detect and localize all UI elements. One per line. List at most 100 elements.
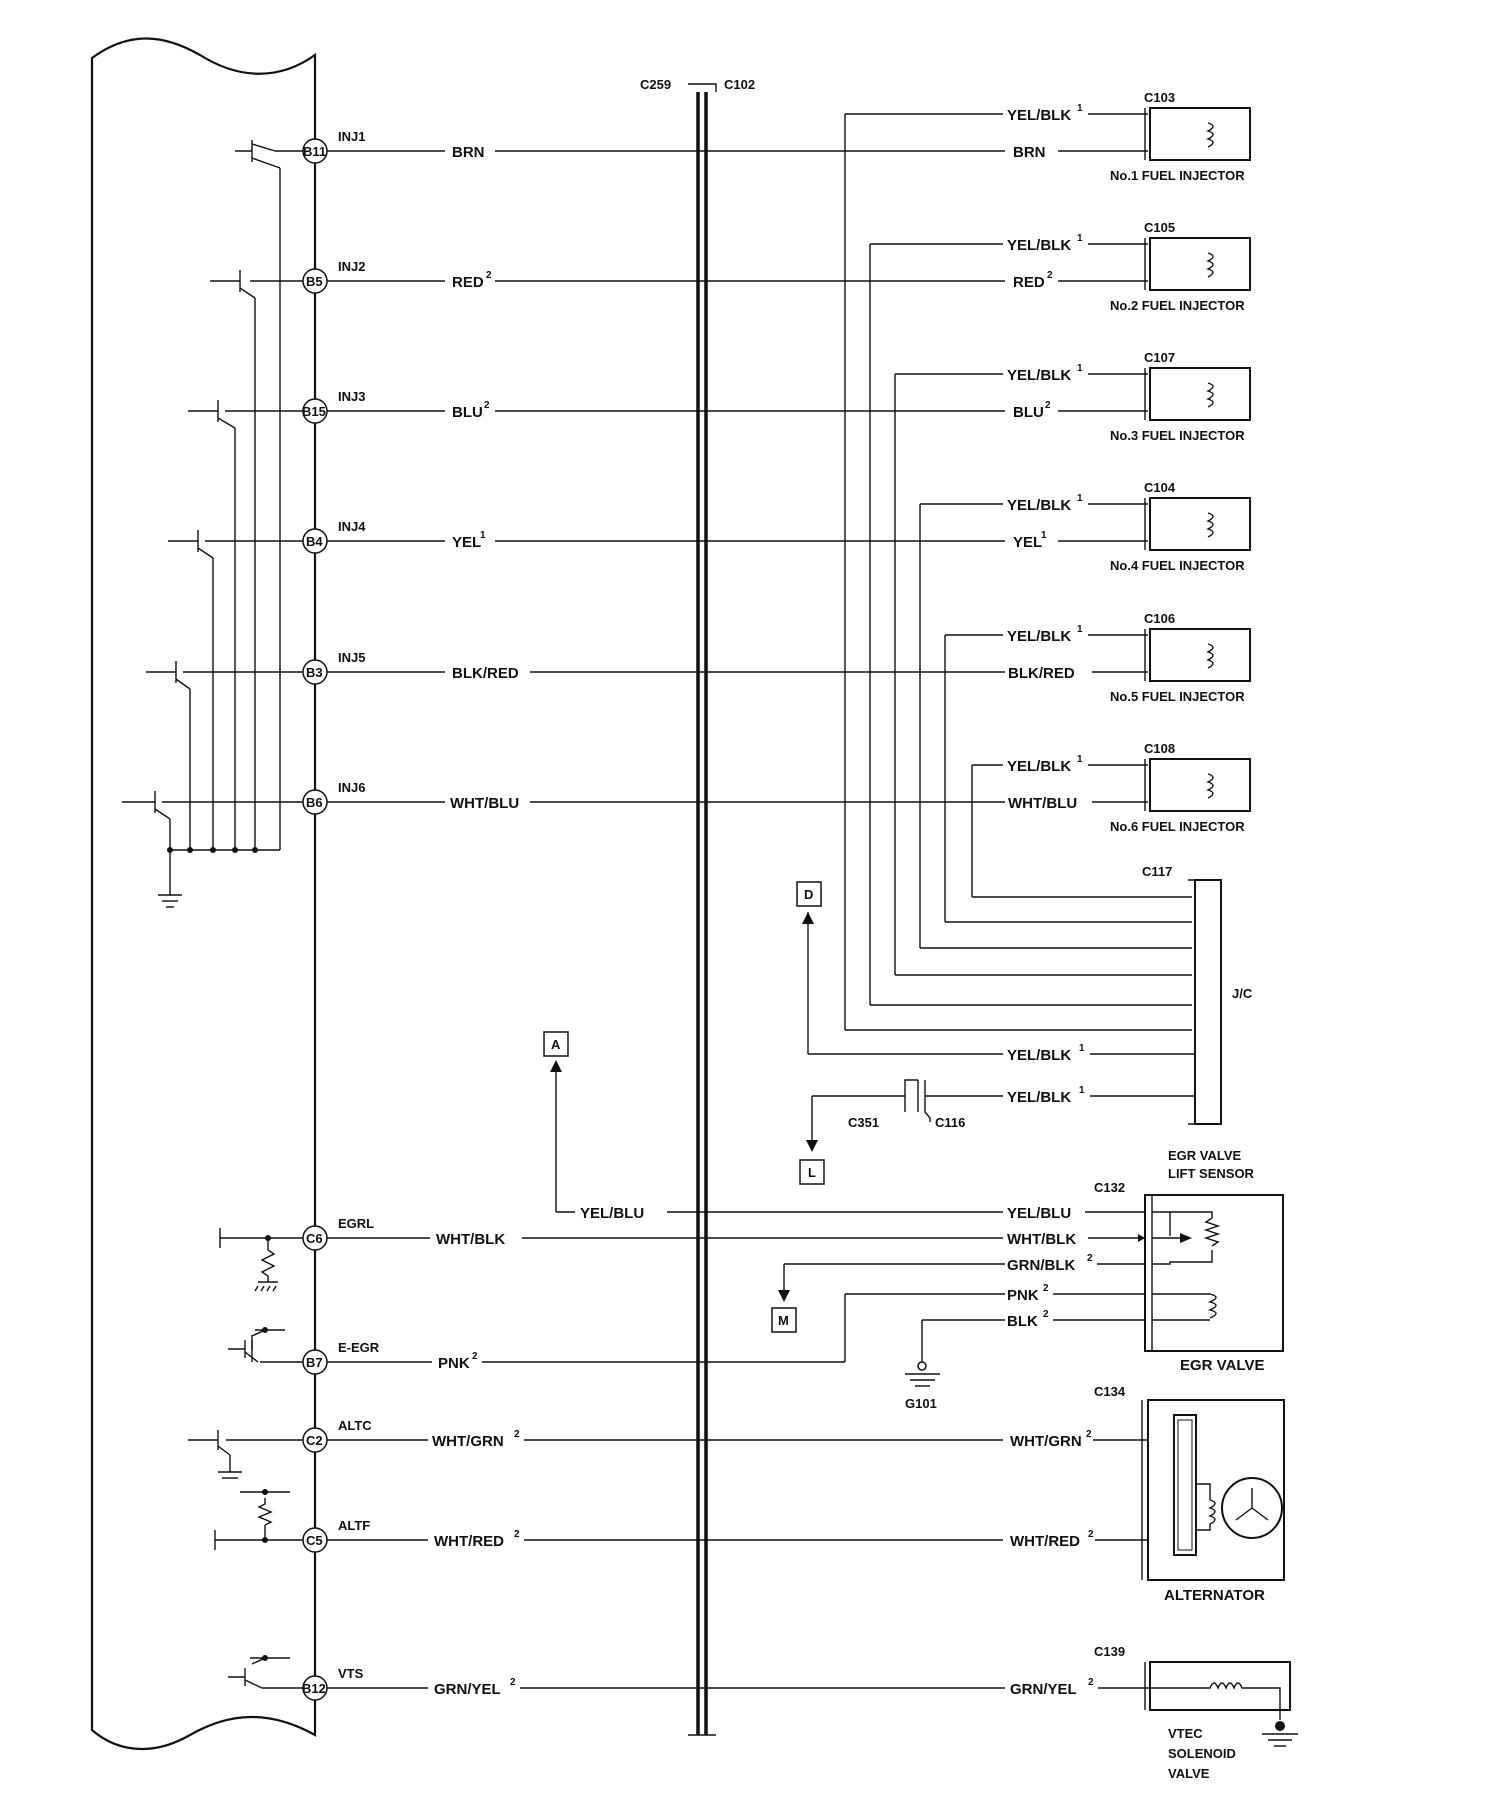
ref-l: L — [808, 1165, 816, 1180]
wire-sup: 2 — [510, 1677, 516, 1688]
supply-sup: 1 — [1079, 1085, 1085, 1096]
alt-wire-label: WHT/RED — [1010, 1533, 1080, 1550]
egr-wire-sup: 2 — [1043, 1283, 1049, 1294]
injector-connector: C106 — [1144, 611, 1175, 626]
signal-label: ALTC — [338, 1418, 372, 1433]
egr-valve-section: EGR VALVE LIFT SENSOR C132 EGR VALVE YEL… — [771, 1148, 1284, 1411]
wire-label-right: BLU — [1013, 404, 1044, 421]
supply-label: YEL/BLK — [1007, 1047, 1071, 1064]
injector-circuit: B3 INJ5 BLK/RED BLK/RED — [146, 650, 1148, 850]
wire-label-right: YEL — [1013, 534, 1042, 551]
egr-wire-label: BLK — [1007, 1313, 1038, 1330]
supply-label: YEL/BLK — [1007, 237, 1071, 254]
alt-wire-sup: 2 — [1088, 1529, 1094, 1540]
injector-circuit: B5 INJ2 RED 2 RED 2 — [210, 259, 1148, 850]
alt-wire-sup: 2 — [1086, 1429, 1092, 1440]
egr-wire-label: WHT/BLK — [1007, 1231, 1076, 1248]
fuel-injector-3: C107 No.3 FUEL INJECTOR — [1110, 350, 1251, 443]
pin-label: B6 — [306, 795, 323, 810]
signal-label: ALTF — [338, 1518, 370, 1533]
jc-label: J/C — [1232, 986, 1253, 1001]
connector-c259-c102: C259 C102 — [640, 77, 755, 1736]
egr-wire-sup: 2 — [1087, 1253, 1093, 1264]
supply-sup: 1 — [1077, 363, 1083, 374]
vtec-wire-label: GRN/YEL — [1010, 1681, 1077, 1698]
ecm-box — [90, 37, 317, 1751]
wire-label: GRN/YEL — [434, 1681, 501, 1698]
pin-label: B12 — [302, 1681, 326, 1696]
injector-name: No.4 FUEL INJECTOR — [1110, 558, 1245, 573]
signal-label: INJ6 — [338, 780, 365, 795]
injector-connector: C107 — [1144, 350, 1175, 365]
egr-wire-label: YEL/BLU — [1007, 1205, 1071, 1222]
fuel-injector-4: C104 No.4 FUEL INJECTOR — [1110, 480, 1251, 573]
injector-name: No.1 FUEL INJECTOR — [1110, 168, 1245, 183]
ref-a: A — [551, 1037, 561, 1052]
injector-name: No.2 FUEL INJECTOR — [1110, 298, 1245, 313]
signal-label: INJ4 — [338, 519, 366, 534]
c102-label: C102 — [724, 77, 755, 92]
wire-label-right: BRN — [1013, 144, 1046, 161]
injector-circuit: B11 INJ1 BRN BRN — [235, 129, 1148, 850]
pin-label: B5 — [306, 274, 323, 289]
vtec-label-2: SOLENOID — [1168, 1746, 1236, 1761]
injector-circuit: B6 INJ6 WHT/BLU WHT/BLU — [122, 780, 1148, 850]
vtec-wire-sup: 2 — [1088, 1677, 1094, 1688]
c351-label: C351 — [848, 1115, 879, 1130]
fuel-injector-2: C105 No.2 FUEL INJECTOR — [1110, 220, 1251, 313]
c139-label: C139 — [1094, 1644, 1125, 1659]
ref-a-branch: A YEL/BLU — [543, 1031, 1003, 1222]
signal-label: INJ1 — [338, 129, 365, 144]
supply-label: YEL/BLK — [1007, 758, 1071, 775]
supply-label: YEL/BLK — [1007, 107, 1071, 124]
supply-label: YEL/BLK — [1007, 1089, 1071, 1106]
ref-d: D — [804, 887, 813, 902]
injector-circuits: B11 INJ1 BRN BRN B5 INJ2 RED 2 RED 2 — [122, 129, 1148, 908]
pin-label: C6 — [306, 1231, 323, 1246]
vtec-label-3: VALVE — [1168, 1766, 1210, 1781]
wire-sup-right: 2 — [1047, 270, 1053, 281]
supply-sup: 1 — [1077, 624, 1083, 635]
wire-label: BLK/RED — [452, 665, 519, 682]
wire-label: WHT/BLU — [450, 795, 519, 812]
supply-sup: 1 — [1079, 1043, 1085, 1054]
wire-label: WHT/GRN — [432, 1433, 504, 1450]
injector-connector: C103 — [1144, 90, 1175, 105]
wire-sup-right: 2 — [1045, 400, 1051, 411]
wire-label: PNK — [438, 1355, 470, 1372]
egr-wire-label: PNK — [1007, 1287, 1039, 1304]
vtec-label-1: VTEC — [1168, 1726, 1203, 1741]
wire-label: BRN — [452, 144, 485, 161]
supply-sup: 1 — [1077, 493, 1083, 504]
pin-label: B11 — [303, 144, 326, 159]
pin-label: B4 — [306, 534, 323, 549]
injector-connector: C108 — [1144, 741, 1175, 756]
wire-sup: 2 — [472, 1351, 478, 1362]
wire-label-right: WHT/BLU — [1008, 795, 1077, 812]
pin-label: B3 — [306, 665, 323, 680]
signal-label: EGRL — [338, 1216, 374, 1231]
wire-sup: 1 — [480, 530, 486, 541]
fuel-injector-6: C108 No.6 FUEL INJECTOR — [1110, 741, 1251, 834]
egr-wire-sup: 2 — [1043, 1309, 1049, 1320]
c259-label: C259 — [640, 77, 671, 92]
supply-label: YEL/BLK — [1007, 367, 1071, 384]
supply-sup: 1 — [1077, 103, 1083, 114]
supply-sup: 1 — [1077, 754, 1083, 765]
egr-sensor-title-2: LIFT SENSOR — [1168, 1166, 1255, 1181]
fuel-injector-5: C106 No.5 FUEL INJECTOR — [1110, 611, 1251, 704]
c134-label: C134 — [1094, 1384, 1126, 1399]
fuel-injector-1: C103 No.1 FUEL INJECTOR — [1110, 90, 1251, 183]
vtec-solenoid-valve: C139 GRN/YEL 2 VTEC SOLENOID VALVE — [1010, 1644, 1298, 1781]
supply-label: YEL/BLK — [1007, 497, 1071, 514]
wire-sup: 2 — [514, 1429, 520, 1440]
injector-name: No.5 FUEL INJECTOR — [1110, 689, 1245, 704]
c132-label: C132 — [1094, 1180, 1125, 1195]
wire-sup-right: 1 — [1041, 530, 1047, 541]
pin-label: B7 — [306, 1355, 323, 1370]
wire-sup: 2 — [514, 1529, 520, 1540]
pin-label: C2 — [306, 1433, 323, 1448]
alternator-label: ALTERNATOR — [1164, 1587, 1265, 1604]
injector-connector: C105 — [1144, 220, 1175, 235]
wire-label: RED — [452, 274, 484, 291]
